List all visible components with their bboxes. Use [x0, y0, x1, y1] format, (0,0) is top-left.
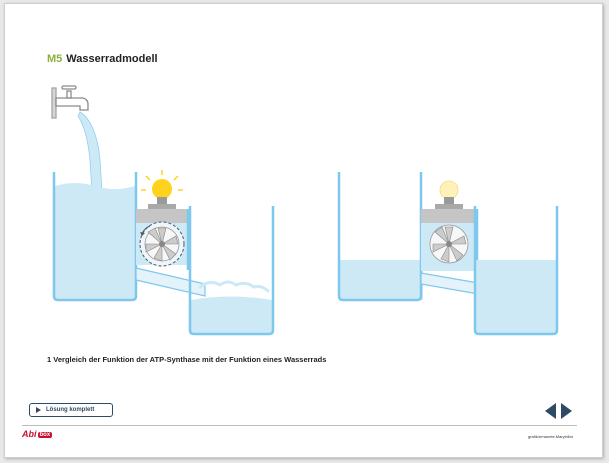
- material-code: M5: [47, 53, 63, 65]
- scene-idle: [337, 172, 559, 336]
- tank-water-equal-left: [340, 260, 423, 300]
- material-title: Wasserradmodell: [66, 53, 158, 65]
- outflow-chute: [135, 267, 206, 297]
- wheel-housing-idle: [421, 209, 477, 223]
- caption-number: 1: [47, 355, 52, 364]
- wheel-housing: [136, 209, 188, 223]
- solution-button[interactable]: Lösung komplett: [29, 403, 113, 417]
- lightbulb-off-icon: [439, 180, 459, 204]
- footer-divider: [22, 425, 577, 426]
- caption-text: Vergleich der Funktion der ATP-Synthase …: [53, 355, 327, 364]
- tank-right-lower: [188, 206, 275, 336]
- image-credit: grafik/ernannte.Marybillor: [528, 434, 574, 439]
- faucet-icon: [51, 85, 89, 119]
- water-stream: [77, 111, 103, 193]
- waterwheel-still: [429, 224, 469, 264]
- tank-water-low: [191, 296, 272, 333]
- logo-text: Abi: [22, 429, 37, 439]
- logo-box: box: [37, 431, 53, 438]
- figure-caption: 1 Vergleich der Funktion der ATP-Synthas…: [47, 355, 326, 364]
- play-icon: [36, 407, 41, 413]
- water-splash: [198, 280, 270, 293]
- bulb-socket: [148, 204, 176, 209]
- lightbulb-on-icon: [141, 170, 183, 204]
- tank-right-idle: [473, 206, 559, 336]
- tank-left-upper: [52, 172, 138, 302]
- tank-left-idle: [337, 172, 423, 302]
- tank-water-equal-right: [476, 260, 556, 333]
- tank-water-high: [55, 183, 135, 300]
- waterwheel-spinning: [139, 221, 185, 267]
- next-arrow-icon[interactable]: [561, 403, 572, 419]
- bulb-socket-idle: [435, 204, 463, 209]
- previous-arrow-icon[interactable]: [545, 403, 556, 419]
- solution-button-label: Lösung komplett: [46, 407, 95, 413]
- scene-active: [51, 85, 275, 336]
